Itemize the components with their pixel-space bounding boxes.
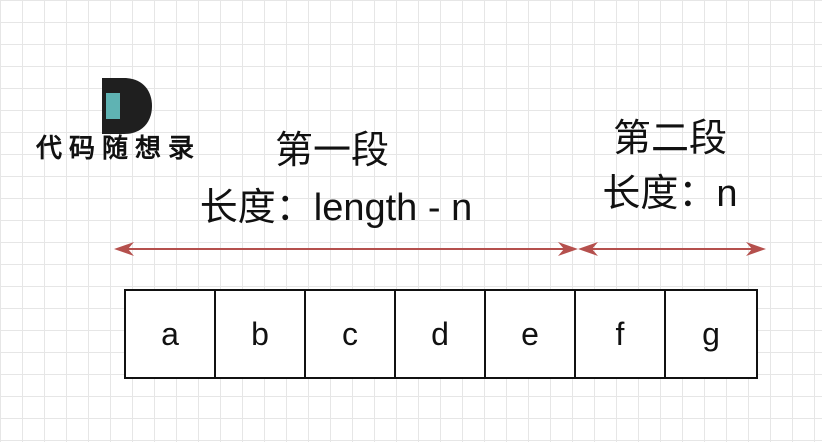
logo-text: 代码随想录 [36,134,202,164]
segment-2-length-label: 长度：n [602,173,738,215]
segment-1-arrow [114,242,578,256]
logo-d-icon [102,78,152,134]
array-cell: d [396,291,486,377]
array-cell: c [306,291,396,377]
segment-1-title: 第一段 [274,128,389,172]
segment-2-arrow [578,242,766,256]
logo: 代码随想录 [36,78,226,178]
array-cell: f [576,291,666,377]
array-cell: a [126,291,216,377]
array-cells: a b c d e f g [124,289,758,379]
array-cell: g [702,315,720,352]
segment-2-title: 第二段 [612,116,727,160]
array-cell: e [486,291,576,377]
array-cell: b [216,291,306,377]
segment-1-length-label: 长度：length - n [199,187,473,229]
